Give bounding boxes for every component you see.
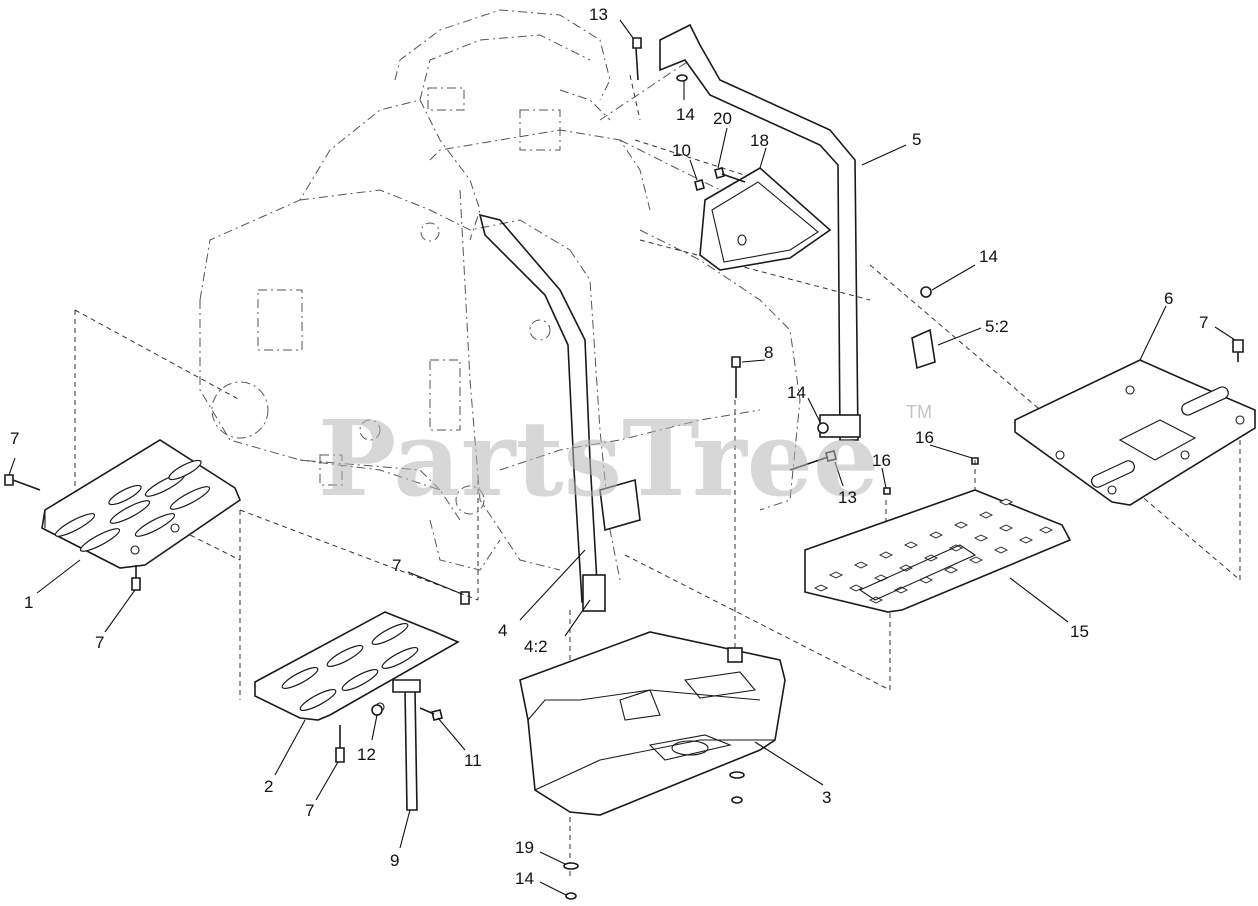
callout-18: 18 bbox=[750, 131, 769, 150]
callout-15: 15 bbox=[1070, 622, 1089, 641]
callout-8: 8 bbox=[764, 343, 773, 362]
leader-lines bbox=[8, 19, 1236, 896]
callout-13-top: 13 bbox=[589, 5, 608, 24]
watermark: PartsTree TM bbox=[318, 397, 932, 520]
callout-5: 5 bbox=[912, 130, 921, 149]
callout-4-2: 4:2 bbox=[524, 637, 548, 656]
watermark-trademark: TM bbox=[906, 402, 932, 422]
part-3-weight bbox=[519, 631, 786, 816]
part-6-rear-plate bbox=[1014, 359, 1256, 506]
part-18-pad bbox=[699, 167, 832, 271]
callout-16-a: 16 bbox=[915, 428, 934, 447]
part-2-lower-step bbox=[254, 611, 460, 721]
callout-7-lower-left: 7 bbox=[95, 633, 104, 652]
callout-20: 20 bbox=[713, 109, 732, 128]
callout-19: 19 bbox=[515, 838, 534, 857]
part-4-front-handle bbox=[478, 213, 641, 612]
callout-10: 10 bbox=[672, 141, 691, 160]
callout-16-b: 16 bbox=[872, 451, 891, 470]
part-1-left-step bbox=[41, 439, 241, 569]
fasteners bbox=[4, 37, 1244, 900]
callouts: 13 14 20 18 10 5 14 5:2 6 7 8 14 16 16 1… bbox=[10, 5, 1208, 888]
callout-11: 11 bbox=[464, 751, 482, 770]
callout-14-top: 14 bbox=[676, 105, 695, 124]
assembly-lines bbox=[74, 74, 1241, 880]
callout-4: 4 bbox=[498, 621, 507, 640]
callout-7-right: 7 bbox=[1199, 313, 1208, 332]
callout-7-bottom: 7 bbox=[305, 801, 314, 820]
part-9-bracket bbox=[392, 679, 421, 811]
callout-2: 2 bbox=[264, 777, 273, 796]
callout-7-left: 7 bbox=[10, 429, 19, 448]
callout-7-center: 7 bbox=[392, 556, 401, 575]
callout-3: 3 bbox=[822, 788, 831, 807]
callout-6: 6 bbox=[1164, 289, 1173, 308]
part-5-2-decal bbox=[911, 328, 936, 370]
watermark-text: PartsTree bbox=[318, 397, 879, 520]
callout-1: 1 bbox=[24, 593, 33, 612]
callout-13-mid: 13 bbox=[838, 488, 857, 507]
part-5-rear-handle bbox=[659, 23, 861, 441]
main-frame bbox=[199, 9, 801, 581]
part-15-tread-plate bbox=[804, 489, 1072, 613]
callout-14-bottom: 14 bbox=[515, 869, 534, 888]
callout-5-2: 5:2 bbox=[985, 317, 1009, 336]
callout-12: 12 bbox=[357, 745, 376, 764]
callout-14-mid: 14 bbox=[787, 383, 806, 402]
callout-14-right: 14 bbox=[979, 247, 998, 266]
callout-9: 9 bbox=[390, 851, 399, 870]
